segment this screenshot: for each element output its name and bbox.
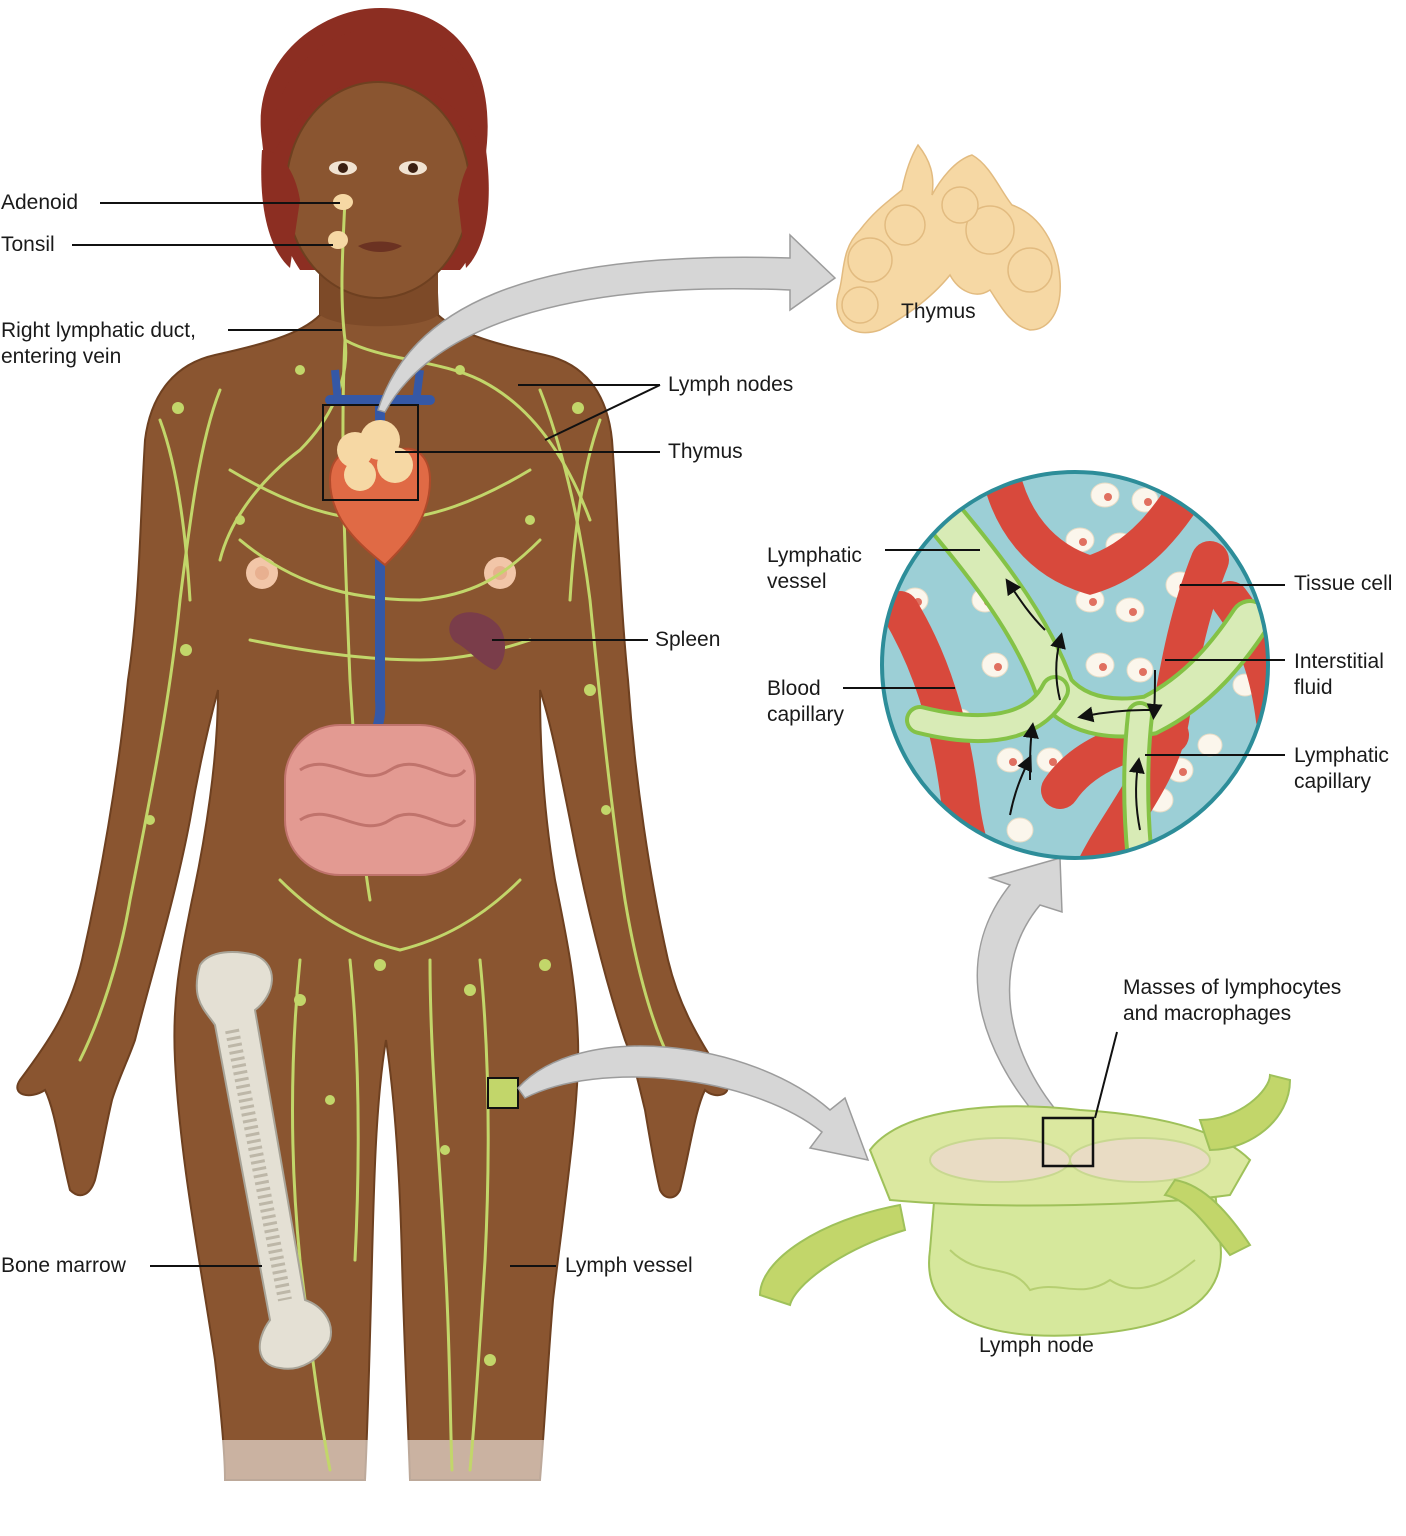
label-lymph-node: Lymph node — [979, 1334, 1094, 1357]
label-blood-capillary: Blood capillary — [767, 676, 844, 728]
label-interstitial-fluid: Interstitial fluid — [1294, 649, 1384, 701]
leader-lines — [72, 202, 1285, 1267]
label-right-lymphatic-duct: Right lymphatic duct, entering vein — [1, 318, 196, 370]
arrow-to-lymph-node — [517, 1045, 870, 1162]
label-right-lymphatic-duct-line1: Right lymphatic duct, — [1, 319, 196, 342]
tissue-circle-border — [880, 470, 1270, 860]
arrow-to-tissue-detail — [976, 857, 1063, 1121]
label-masses-line2: and macrophages — [1123, 1002, 1292, 1025]
tissue-detail-circle — [882, 472, 1268, 858]
afferent-vessel-left — [758, 1203, 907, 1307]
label-bone-marrow: Bone marrow — [1, 1254, 126, 1277]
tonsil — [328, 231, 348, 249]
label-masses-line1: Masses of lymphocytes — [1123, 976, 1342, 999]
label-lymphatic-capillary-line2: capillary — [1294, 770, 1372, 793]
label-lymphatic-capillary-line1: Lymphatic — [1294, 744, 1389, 767]
label-interstitial-fluid-line2: fluid — [1294, 676, 1333, 699]
lymph-node-zoom-box — [487, 1077, 519, 1109]
thymus-detail — [836, 143, 1061, 334]
label-masses-lymphocytes: Masses of lymphocytes and macrophages — [1123, 975, 1341, 1027]
adenoid — [333, 194, 353, 210]
afferent-vessel-right — [1198, 1073, 1292, 1152]
label-lymphatic-vessel-line2: vessel — [767, 570, 827, 593]
label-adenoid: Adenoid — [1, 191, 79, 214]
label-interstitial-fluid-line1: Interstitial — [1294, 650, 1384, 673]
lymph-network — [78, 198, 672, 1472]
lymph-node-detail — [758, 1073, 1292, 1337]
lymph-nodes-dots — [145, 365, 611, 1366]
lymph-node-zoom-box-detail — [1041, 1116, 1095, 1168]
thymus-in-body — [337, 420, 413, 491]
flow-arrows — [1005, 578, 1163, 831]
arrow-to-thymus — [377, 233, 837, 413]
label-lymph-nodes: Lymph nodes — [668, 373, 794, 396]
femur-bone — [195, 951, 332, 1370]
hair-front — [269, 28, 486, 160]
intestines — [284, 724, 476, 876]
label-lymph-vessel: Lymph vessel — [565, 1254, 693, 1277]
label-thymus-body: Thymus — [668, 440, 743, 463]
lymph-node-body — [928, 1189, 1222, 1337]
label-tissue-cell: Tissue cell — [1294, 572, 1393, 595]
efferent-vessel — [1163, 1178, 1252, 1257]
label-lymphatic-capillary: Lymphatic capillary — [1294, 743, 1389, 795]
label-blood-capillary-line1: Blood — [767, 677, 821, 700]
label-thymus-detail: Thymus — [901, 300, 976, 323]
head — [285, 81, 471, 299]
label-lymphatic-vessel: Lymphatic vessel — [767, 543, 862, 595]
label-blood-capillary-line2: capillary — [767, 703, 845, 726]
label-tonsil: Tonsil — [1, 233, 55, 256]
label-lymphatic-vessel-line1: Lymphatic — [767, 544, 862, 567]
label-spleen: Spleen — [655, 628, 721, 651]
label-right-lymphatic-duct-line2: entering vein — [1, 345, 122, 368]
spleen — [449, 612, 506, 670]
